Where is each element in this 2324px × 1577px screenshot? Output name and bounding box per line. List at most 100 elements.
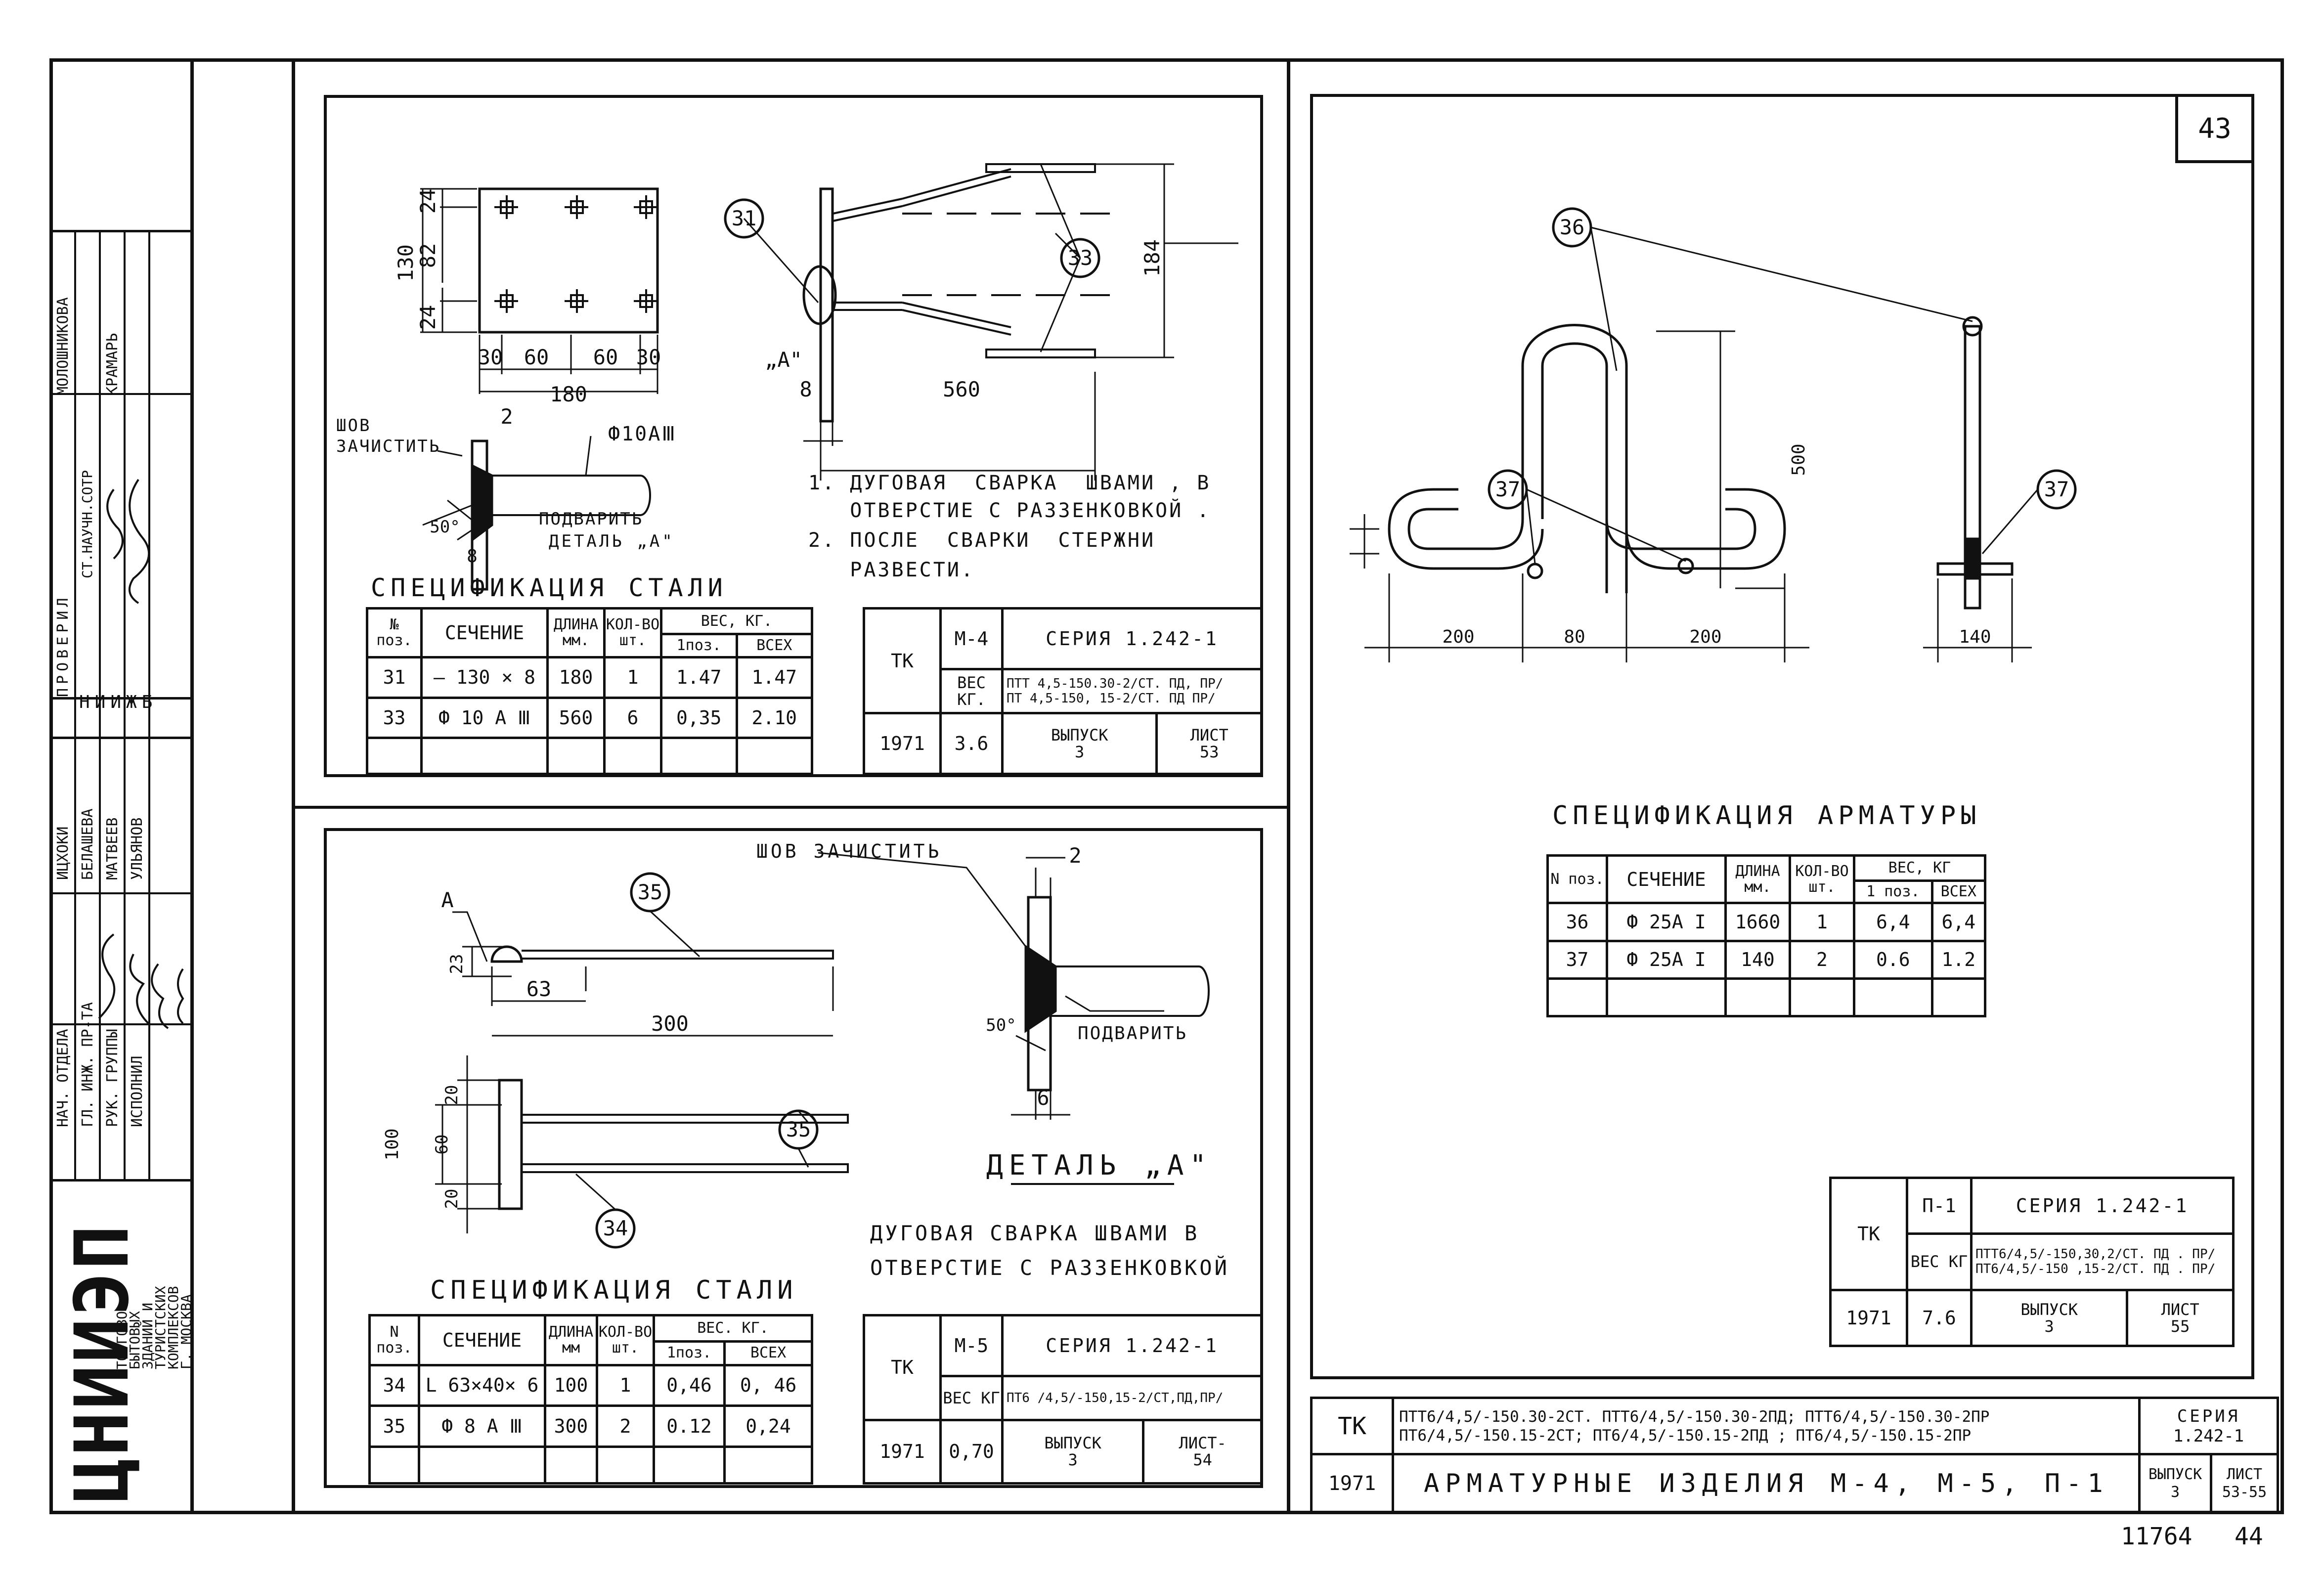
p1-tb-issue-label: ВЫПУСК [2020,1300,2078,1319]
m5-h-weight-each: 1поз. [652,1340,726,1366]
p1-tb-year: 1971 [1829,1288,1908,1348]
p1-tb-issue: 3 [2044,1316,2054,1336]
m5-tb-sheet: 54 [1193,1450,1212,1470]
m5-drawing: А 35 35 34 23 63 300 20 100 60 20 2 50° … [382,843,1210,1249]
m5-dim-63: 63 [526,977,552,1001]
m4-h-weight-total: ВСЕХ [735,633,813,659]
cell: 36 [1546,902,1608,942]
m4-h-qty: КОЛ-ВО шт. [603,607,662,659]
cell: 1.2 [1930,939,1987,980]
cell: 0,46 [652,1363,726,1407]
cell: L 63×40× 6 [418,1363,546,1407]
m4-tb-weight: 3.6 [939,712,1004,775]
dim-2: 2 [500,404,513,429]
m5-tb-weight-label: ВЕС КГ [939,1374,1004,1421]
p1-tb-mark: П-1 [1906,1176,1973,1235]
main-tb-issue: 3 [2170,1484,2180,1501]
cell: 2 [1789,939,1855,980]
detail-ref-a: „А" [765,348,802,372]
panel-p1 [1310,94,2254,1379]
cell: 0,35 [660,696,738,739]
cell: Ф 10 А Ⅲ [420,696,549,739]
m4-tb-issue: 3 [1075,743,1085,762]
p1-tb-tk: ТК [1829,1177,1908,1291]
cell: Ф 25А I [1606,939,1727,980]
m5-ref-a: А [441,888,453,912]
p1-drawing: 36 37 37 500 55 200 80 200 140 [1350,207,2077,662]
m5-callout-35b: 35 [786,1117,811,1141]
m4-detail-label: ДЕТАЛЬ „А" [549,531,675,551]
cell: 180 [546,656,606,699]
m4-tb-mark: М-4 [939,607,1004,670]
main-tb-tk: ТК [1310,1396,1394,1456]
p1-callout-37a: 37 [1495,477,1521,501]
m4-subweld-label: ПОДВАРИТЬ [539,509,644,529]
dim-50deg: 50° [430,517,460,537]
p1-tb-weight: 7.6 [1906,1288,1973,1348]
checked-name-1: МОЛОШНИКОВА [54,297,72,395]
drawing-frame [49,58,2284,1514]
m4-h-section: СЕЧЕНИЕ [420,607,549,659]
panel-m4 [324,95,1263,777]
cell: 1 [1789,902,1855,942]
m5-dim-2: 2 [1069,843,1081,868]
m5-tb-sheet-label: ЛИСТ- [1179,1434,1227,1453]
p1-dim-500: 500 [1789,443,1809,476]
p1-tb-code-1: ПТТ6/4,5/-150,30,2/СТ. ПД . ПР/ [1975,1247,2216,1262]
m5-tb-code-1: ПТ6 /4,5/-150,15-2/СТ,ПД,ПР/ [1007,1390,1224,1405]
p1-h-pos: N поз. [1546,854,1608,905]
cell: 34 [368,1363,420,1407]
cell: 1.47 [660,656,738,699]
org-line-6: Г. МОСКВА [178,1294,194,1369]
dim-184: 184 [1140,239,1164,277]
institute-name: НИИЖБ [79,692,158,712]
callout-33: 33 [1068,246,1093,270]
cell: 35 [368,1404,420,1448]
m5-tb-tk: ТК [863,1314,942,1421]
main-tb-sheet-label: ЛИСТ [2226,1466,2263,1484]
p1-h-weight-total: ВСЕХ [1930,879,1987,905]
p1-spec-table: N поз. СЕЧЕНИЕ ДЛИНА мм. КОЛ-ВО шт. ВЕС,… [1546,854,1987,1018]
dim-30-left: 30 [478,345,503,369]
m4-spec-title: СПЕЦИФИКАЦИЯ СТАЛИ [371,573,728,602]
cell: 1.47 [735,656,813,699]
cell: 31 [366,656,423,699]
callout-31: 31 [732,206,757,230]
m5-spec-title: СПЕЦИФИКАЦИЯ СТАЛИ [430,1275,798,1305]
p1-tb-sheet: 55 [2170,1316,2190,1336]
m5-weld-label: ШОВ ЗАЧИСТИТЬ [756,840,942,862]
m4-note-2: ОТВЕРСТИЕ С РАЗЗЕНКОВКОЙ . [808,499,1211,522]
main-tb-sheets: 53-55 [2222,1484,2267,1501]
checked-name-2: КРАМАРЬ [104,333,121,395]
main-tb-title: АРМАТУРНЫЕ ИЗДЕЛИЯ М-4, М-5, П-1 [1392,1453,2141,1514]
main-tb-series: 1.242-1 [2173,1426,2244,1446]
cell: 1660 [1724,902,1791,942]
m4-note-1: 1. ДУГОВАЯ СВАРКА ШВАМИ , В [808,472,1211,494]
m5-note-1: ДУГОВАЯ СВАРКА ШВАМИ В [870,1221,1200,1245]
m4-tb-code-2: ПТ 4,5-150, 15-2/СТ. ПД ПР/ [1007,691,1216,706]
m5-subweld-label: ПОДВАРИТЬ [1078,1023,1188,1044]
cell: 33 [366,696,423,739]
main-tb-issue-label: ВЫПУСК [2148,1466,2202,1484]
m5-dim-100: 100 [382,1128,402,1160]
m5-tb-year: 1971 [863,1418,942,1485]
m4-tb-sheet-label: ЛИСТ [1190,726,1228,745]
cell: 6,4 [1930,902,1987,942]
m5-title-block: ТК М-5 СЕРИЯ 1.242-1 ВЕС КГ ПТ6 /4,5/-15… [863,1314,1263,1485]
cell: 2.10 [735,696,813,739]
p1-tb-code-2: ПТ6/4,5/-150 ,15-2/СТ. ПД . ПР/ [1975,1262,2216,1277]
cell: 1 [596,1363,655,1407]
p1-callout-36: 36 [1560,215,1585,239]
m5-tb-issue-label: ВЫПУСК [1044,1434,1101,1453]
approval-block [49,230,190,1514]
cell: 1 [603,656,662,699]
p1-h-weight: ВЕС, КГ [1853,854,1986,882]
dim-60-left: 60 [524,345,549,369]
cell: 37 [1546,939,1608,980]
m5-dim-20-bottom: 20 [442,1189,462,1209]
p1-h-section: СЕЧЕНИЕ [1606,854,1727,905]
dim-8-weld: 8 [467,546,478,567]
m5-callout-35a: 35 [638,880,663,904]
p1-tb-weight-label: ВЕС КГ [1906,1232,1973,1291]
